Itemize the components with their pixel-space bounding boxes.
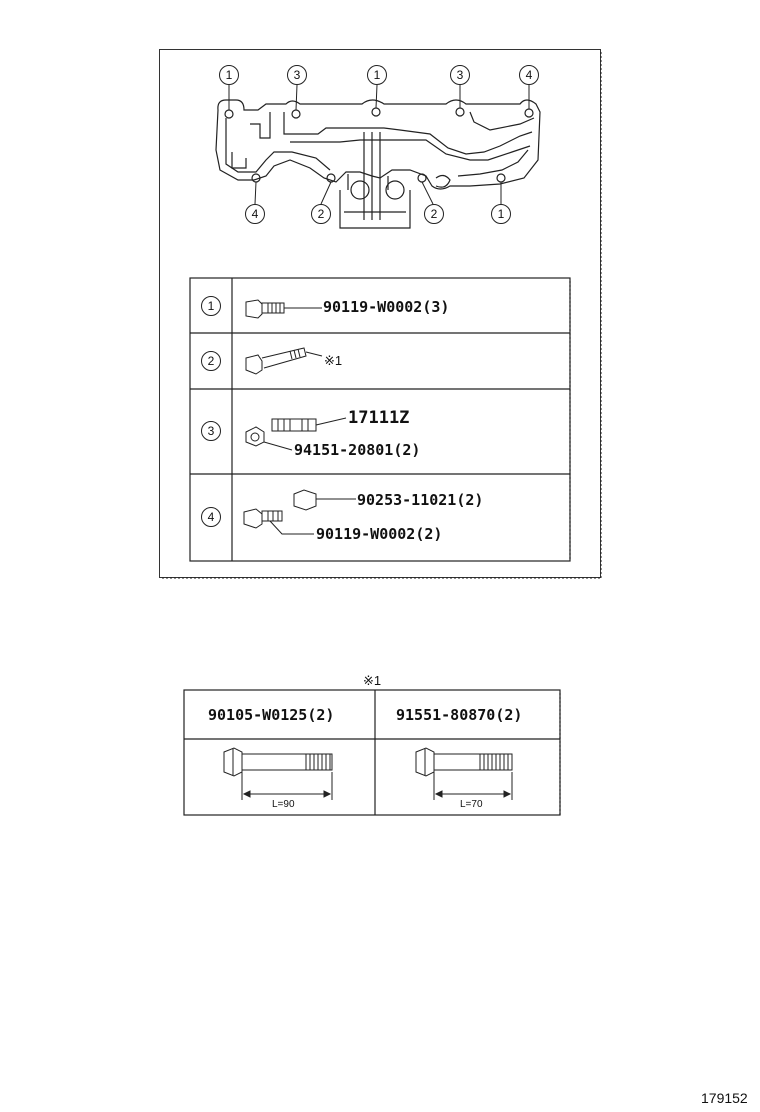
callout-bottom-4: 1 bbox=[491, 204, 511, 224]
note-header-2: 91551-80870(2) bbox=[396, 706, 523, 724]
note-table-grid bbox=[183, 689, 561, 816]
nut-bolt-drawing-row4 bbox=[243, 489, 356, 535]
bolt-drawing-row2 bbox=[245, 347, 323, 375]
part-number-row3-main: 17111Z bbox=[348, 408, 410, 428]
callout-bottom-1: 4 bbox=[245, 204, 265, 224]
stud-nut-drawing-row3 bbox=[245, 417, 347, 451]
row-index-2: 2 bbox=[201, 351, 221, 371]
row-index-1: 1 bbox=[201, 296, 221, 316]
part-number-row1: 90119-W0002(3) bbox=[323, 298, 450, 316]
note-ref-row2: ※1 bbox=[324, 353, 343, 368]
figure-id: 179152 bbox=[701, 1090, 748, 1106]
parts-table-grid bbox=[189, 277, 571, 562]
note-table-mark: ※1 bbox=[363, 673, 382, 688]
callout-top-3: 1 bbox=[367, 65, 387, 85]
part-number-row4-a: 90253-11021(2) bbox=[357, 491, 484, 509]
bolt-l90-drawing bbox=[223, 747, 333, 800]
callout-bottom-2: 2 bbox=[311, 204, 331, 224]
note-header-1: 90105-W0125(2) bbox=[208, 706, 335, 724]
callout-bottom-3: 2 bbox=[424, 204, 444, 224]
row-index-3: 3 bbox=[201, 421, 221, 441]
part-number-row4-b: 90119-W0002(2) bbox=[316, 525, 443, 543]
part-number-row3-sub: 94151-20801(2) bbox=[294, 441, 421, 459]
callout-top-1: 1 bbox=[219, 65, 239, 85]
callout-leaders bbox=[228, 84, 530, 205]
length-label-2: L=70 bbox=[460, 799, 483, 810]
bolt-drawing-row1 bbox=[245, 299, 322, 319]
exhaust-manifold-drawing bbox=[215, 99, 541, 229]
callout-top-4: 3 bbox=[450, 65, 470, 85]
bolt-l70-drawing bbox=[415, 747, 513, 800]
callout-top-5: 4 bbox=[519, 65, 539, 85]
length-label-1: L=90 bbox=[272, 799, 295, 810]
callout-top-2: 3 bbox=[287, 65, 307, 85]
row-index-4: 4 bbox=[201, 507, 221, 527]
